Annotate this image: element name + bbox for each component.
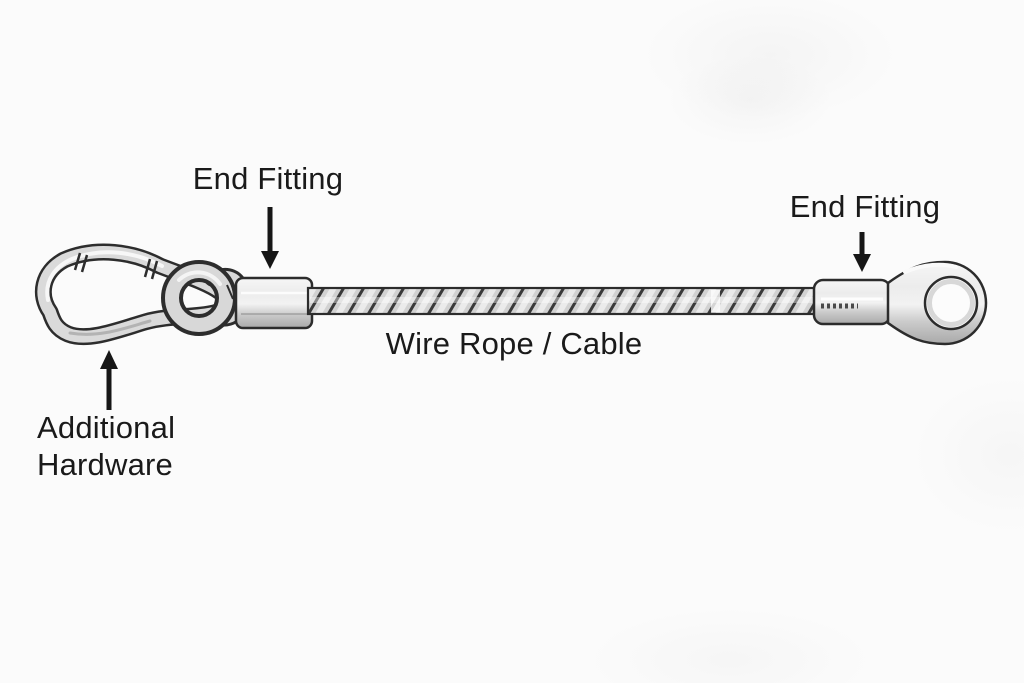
rope-sheen — [310, 297, 818, 303]
eye-hole-inner-shade — [927, 279, 975, 327]
right-eye-terminal-end-fitting — [812, 260, 988, 346]
knot-twist-line — [226, 284, 234, 300]
rope-glint — [711, 290, 720, 312]
arrow-head-up-icon — [100, 350, 118, 369]
end-fitting-right-label: End Fitting — [789, 189, 941, 224]
wire-rope-cable — [306, 286, 822, 316]
swage-ferrule-body — [812, 278, 892, 326]
carabiner-gate-seams — [73, 252, 159, 280]
additional-hardware-arrow — [100, 350, 118, 410]
additional-hardware-label: Additional Hardware — [37, 410, 176, 482]
left-ferrule-end-fitting — [234, 276, 314, 330]
eye-highlight — [903, 262, 958, 274]
end-fitting-right-arrow — [853, 232, 871, 272]
end-fitting-left-label: End Fitting — [192, 161, 344, 196]
eye-hole — [923, 275, 979, 331]
wire-rope-label: Wire Rope / Cable — [385, 326, 643, 361]
ferrule-body — [234, 276, 314, 330]
knot-loop-highlight — [177, 270, 222, 286]
arrow-head-down-icon — [261, 251, 279, 269]
end-fitting-left-arrow — [261, 207, 279, 269]
carabiner-top-highlight — [45, 250, 164, 302]
carabiner-bottom-shade — [68, 319, 152, 336]
cable-loop-knot — [161, 260, 250, 336]
arrow-head-down-icon — [853, 254, 871, 272]
